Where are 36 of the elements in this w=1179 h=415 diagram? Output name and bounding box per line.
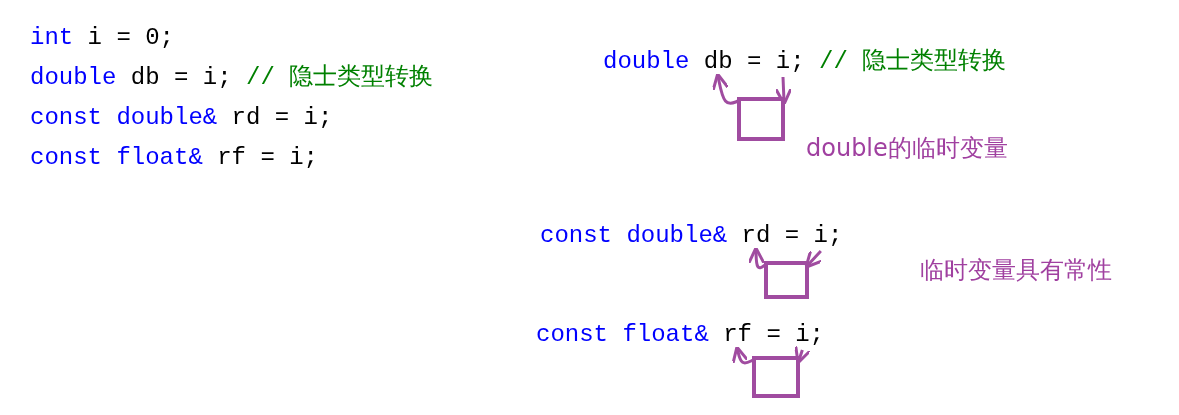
code-text: rf = i; (217, 144, 318, 172)
temporary-box (737, 97, 785, 141)
code-text: i = 0; (87, 24, 174, 52)
variable-name: i (775, 48, 791, 76)
code-text: = (766, 321, 781, 349)
code-text: rd = i; (231, 104, 333, 132)
code-comment: // 隐士类型转换 (819, 48, 1007, 76)
code-text: double (30, 64, 117, 92)
variable-name: i (795, 321, 810, 349)
code-text: = (747, 48, 762, 76)
temporary-box (752, 356, 800, 398)
variable-name: rf (723, 321, 752, 349)
code-text: ; (828, 222, 843, 250)
code-text: ; (790, 48, 805, 76)
arrow (794, 344, 812, 365)
code-text: int (30, 24, 74, 52)
arrow (731, 345, 754, 365)
code-text: const double& (540, 222, 728, 250)
arrow (804, 249, 824, 269)
variable-name: i (813, 222, 828, 250)
code-text: db = i; (130, 64, 232, 92)
code-text: const float& (30, 144, 203, 172)
code-text: ; (809, 321, 824, 349)
temporary-box (764, 261, 809, 299)
annotation-text: double的临时变量 (806, 134, 1008, 162)
code-text: const float& (536, 321, 709, 349)
code-text: double (603, 48, 690, 76)
variable-name: db (703, 48, 733, 76)
annotation-text: 临时变量具有常性 (920, 256, 1112, 284)
code-comment: // 隐士类型转换 (246, 64, 434, 92)
arrow (774, 76, 793, 106)
code-text: = (784, 222, 800, 250)
arrow (747, 246, 766, 270)
code-text: const double& (30, 104, 218, 132)
arrow (711, 72, 739, 105)
variable-name: rd (741, 222, 771, 250)
